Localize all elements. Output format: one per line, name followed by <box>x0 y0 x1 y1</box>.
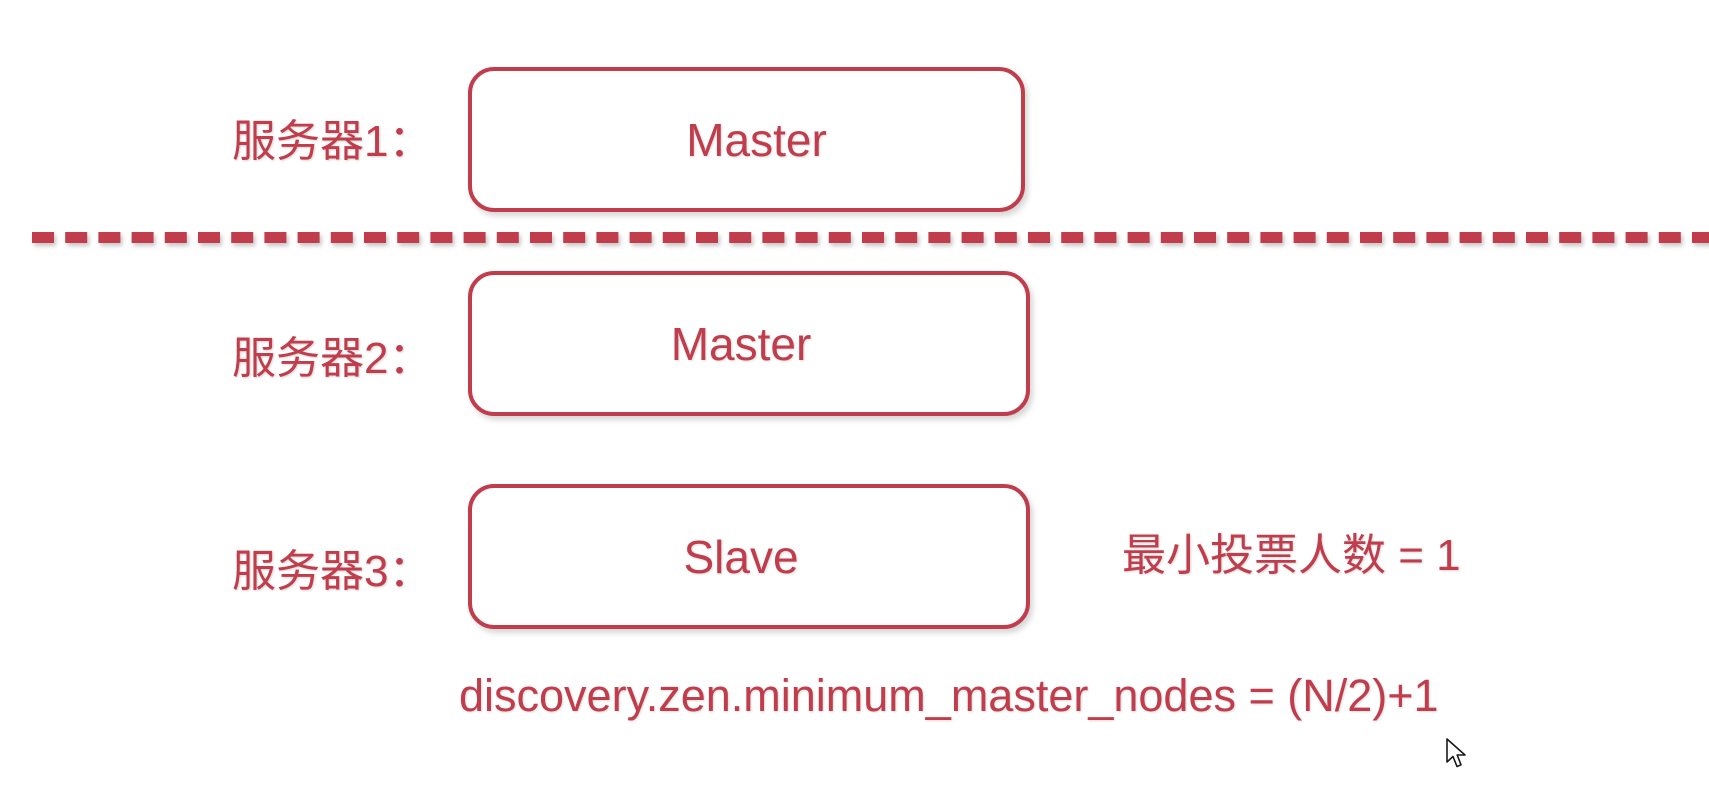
node-box-server-3[interactable]: Slave <box>468 484 1030 629</box>
node-role-label-1: Master <box>686 113 827 166</box>
minimum-master-nodes-formula: discovery.zen.minimum_master_nodes = (N/… <box>459 670 1439 721</box>
network-partition-divider <box>32 232 1709 243</box>
node-box-server-1[interactable]: Master <box>468 67 1025 212</box>
mouse-pointer-icon <box>1446 738 1466 768</box>
node-role-label-2: Master <box>670 317 812 370</box>
minimum-votes-note: 最小投票人数 = 1 <box>1122 531 1461 580</box>
node-box-server-2[interactable]: Master <box>468 271 1030 416</box>
server-label-3: 服务器3： <box>232 547 433 596</box>
server-label-1: 服务器1： <box>232 117 433 166</box>
node-role-label-3: Slave <box>683 530 799 583</box>
server-label-2: 服务器2： <box>232 334 433 383</box>
